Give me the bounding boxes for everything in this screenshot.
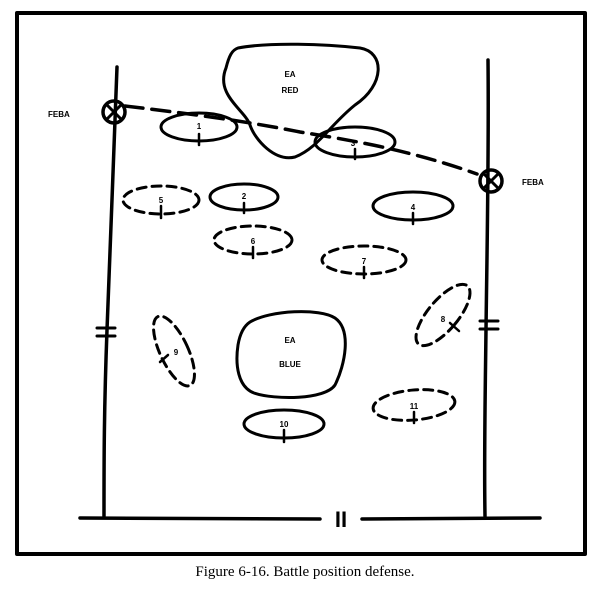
battle-position-8-number: 8 [441,315,446,324]
feba-point-right-icon [478,168,504,194]
ea-blue-label-line1: EA [284,336,295,345]
battle-position-1-number: 1 [197,122,202,131]
feba-left-label: FEBA [48,110,70,119]
figure-frame [15,11,587,556]
battle-position-5-number: 5 [159,196,164,205]
battle-position-8: 8 [414,282,472,348]
bottom-boundary-symbol: II [335,507,347,532]
battle-position-2: 2 [208,182,280,215]
battle-position-4-number: 4 [411,203,416,212]
battle-position-3-number: 3 [351,139,356,148]
figure-caption: Figure 6-16. Battle position defense. [195,564,415,580]
battle-position-6: 6 [212,224,294,260]
battle-position-2-number: 2 [242,192,247,201]
battle-position-4: 4 [371,190,455,226]
ea-red-area [222,42,380,160]
ea-blue-label-line2: BLUE [279,360,301,369]
battle-position-5: 5 [121,184,201,220]
battle-position-3: 3 [313,125,397,161]
ea-red-label-line2: RED [282,86,299,95]
battle-position-10-number: 10 [280,420,289,429]
feba-point-left-icon [101,99,127,125]
bottom-boundary-line [78,516,542,521]
feba-right-label: FEBA [522,178,544,187]
battle-position-7: 7 [320,244,408,280]
battle-position-9-number: 9 [174,348,179,357]
battle-position-6-number: 6 [251,237,256,246]
battle-position-11: 11 [371,388,457,425]
ea-blue-area [235,310,347,400]
battle-position-7-number: 7 [362,257,367,266]
battle-position-10: 10 [242,408,326,444]
left-boundary-line [102,65,119,518]
right-boundary-marker [478,319,500,331]
battle-position-9: 9 [152,314,196,388]
left-boundary-marker [95,326,117,338]
right-boundary-line [482,58,491,518]
battle-position-1: 1 [159,111,239,147]
battle-position-11-number: 11 [410,402,419,411]
ea-red-label-line1: EA [284,70,295,79]
